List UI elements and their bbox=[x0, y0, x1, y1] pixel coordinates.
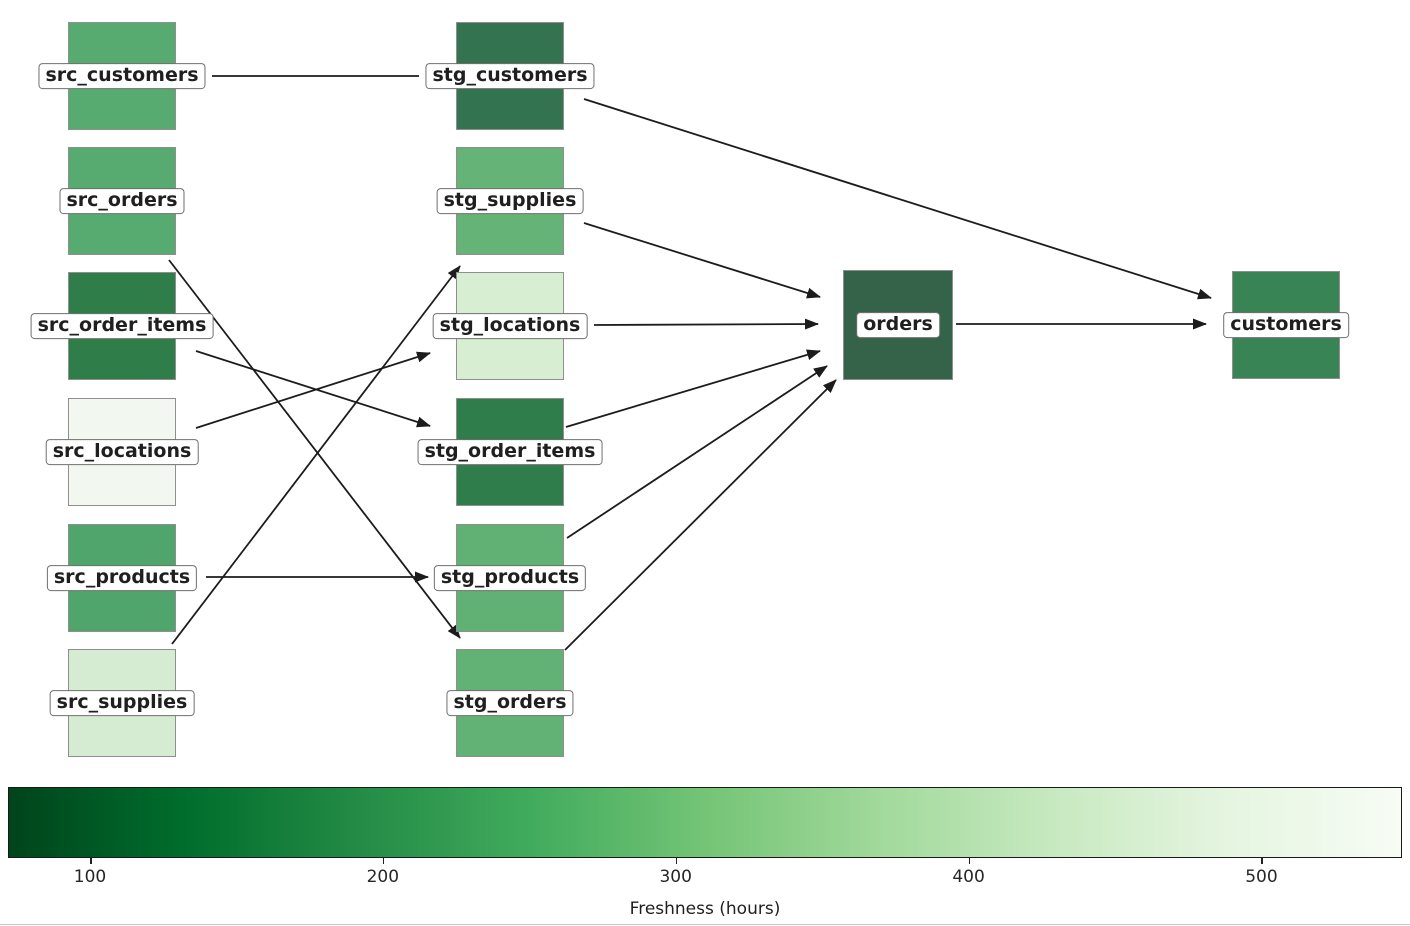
colorbar-tick-label-500: 500 bbox=[1245, 867, 1278, 887]
node-label-stg_order_items: stg_order_items bbox=[417, 439, 603, 465]
node-label-stg_supplies: stg_supplies bbox=[436, 188, 584, 214]
colorbar-tick-500 bbox=[1261, 858, 1263, 864]
edge-src_order_items-to-stg_order_items bbox=[195, 350, 431, 428]
node-label-src_orders: src_orders bbox=[59, 188, 185, 214]
node-label-stg_products: stg_products bbox=[433, 565, 587, 591]
colorbar-tick-200 bbox=[382, 858, 385, 864]
figure-bottom-border bbox=[0, 924, 1410, 925]
colorbar-tick-label-300: 300 bbox=[659, 867, 692, 887]
node-label-orders: orders bbox=[856, 312, 940, 338]
node-label-stg_locations: stg_locations bbox=[432, 313, 588, 339]
node-label-stg_orders: stg_orders bbox=[446, 690, 574, 716]
edge-stg_supplies-to-orders bbox=[583, 222, 821, 299]
edge-stg_locations-to-orders bbox=[593, 318, 819, 330]
edge-src_locations-to-stg_locations bbox=[195, 351, 431, 429]
node-label-stg_customers: stg_customers bbox=[425, 63, 595, 89]
edge-stg_customers-to-customers bbox=[583, 98, 1212, 300]
colorbar-tick-400 bbox=[968, 858, 971, 864]
colorbar-tick-label-200: 200 bbox=[366, 867, 400, 887]
edge-stg_products-to-orders bbox=[566, 365, 828, 539]
edge-src_orders-to-stg_orders bbox=[168, 259, 461, 639]
colorbar-tick-label-100: 100 bbox=[73, 867, 107, 887]
node-label-src_customers: src_customers bbox=[38, 63, 206, 89]
node-label-src_locations: src_locations bbox=[45, 439, 199, 465]
edge-stg_order_items-to-orders bbox=[565, 349, 821, 428]
colorbar-axis-label: Freshness (hours) bbox=[629, 899, 781, 919]
colorbar-tick-label-400: 400 bbox=[952, 867, 985, 887]
node-label-src_supplies: src_supplies bbox=[49, 690, 195, 716]
node-label-src_products: src_products bbox=[46, 565, 198, 591]
colorbar-gradient bbox=[8, 787, 1402, 858]
node-label-src_order_items: src_order_items bbox=[30, 313, 214, 339]
edge-stg_orders-to-orders bbox=[564, 379, 837, 651]
colorbar-tick-100 bbox=[90, 858, 92, 864]
node-label-customers: customers bbox=[1223, 312, 1349, 338]
colorbar-tick-300 bbox=[675, 858, 678, 864]
edge-src_supplies-to-stg_supplies bbox=[171, 265, 461, 645]
